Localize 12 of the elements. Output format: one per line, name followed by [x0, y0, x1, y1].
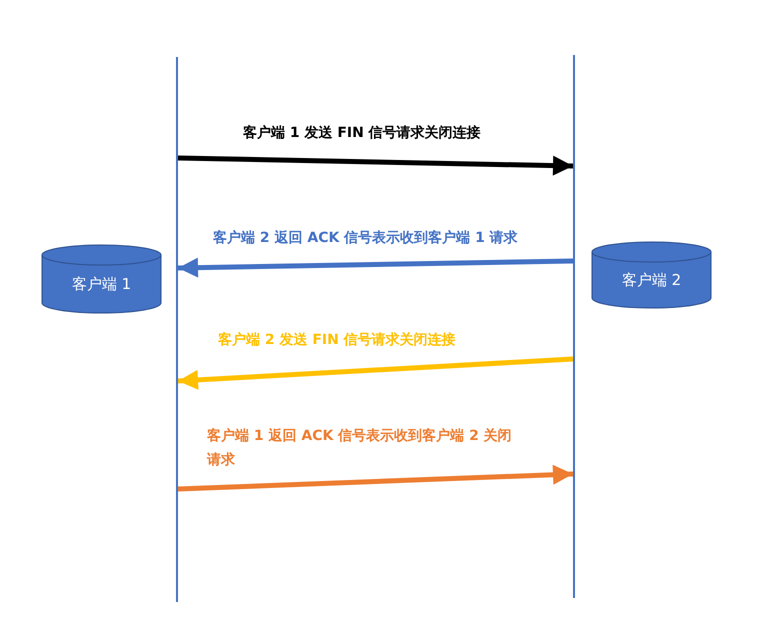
- edge-label: 客户端 1 发送 FIN 信号请求关闭连接: [243, 124, 482, 143]
- edge-label: 客户端 2 返回 ACK 信号表示收到客户端 1 请求: [213, 228, 519, 248]
- edge-label: 客户端 2 发送 FIN 信号请求关闭连接: [218, 330, 457, 350]
- lifeline: [176, 57, 178, 602]
- arrow: [178, 258, 574, 278]
- arrow: [178, 464, 574, 492]
- arrow: [178, 156, 574, 176]
- node-label: 客户端 2: [622, 270, 682, 290]
- node-label: 客户端 1: [72, 274, 132, 294]
- lifeline: [573, 55, 574, 598]
- edge-label: 客户端 1 返回 ACK 信号表示收到客户端 2 关闭请求: [207, 426, 513, 470]
- arrow: [178, 356, 574, 390]
